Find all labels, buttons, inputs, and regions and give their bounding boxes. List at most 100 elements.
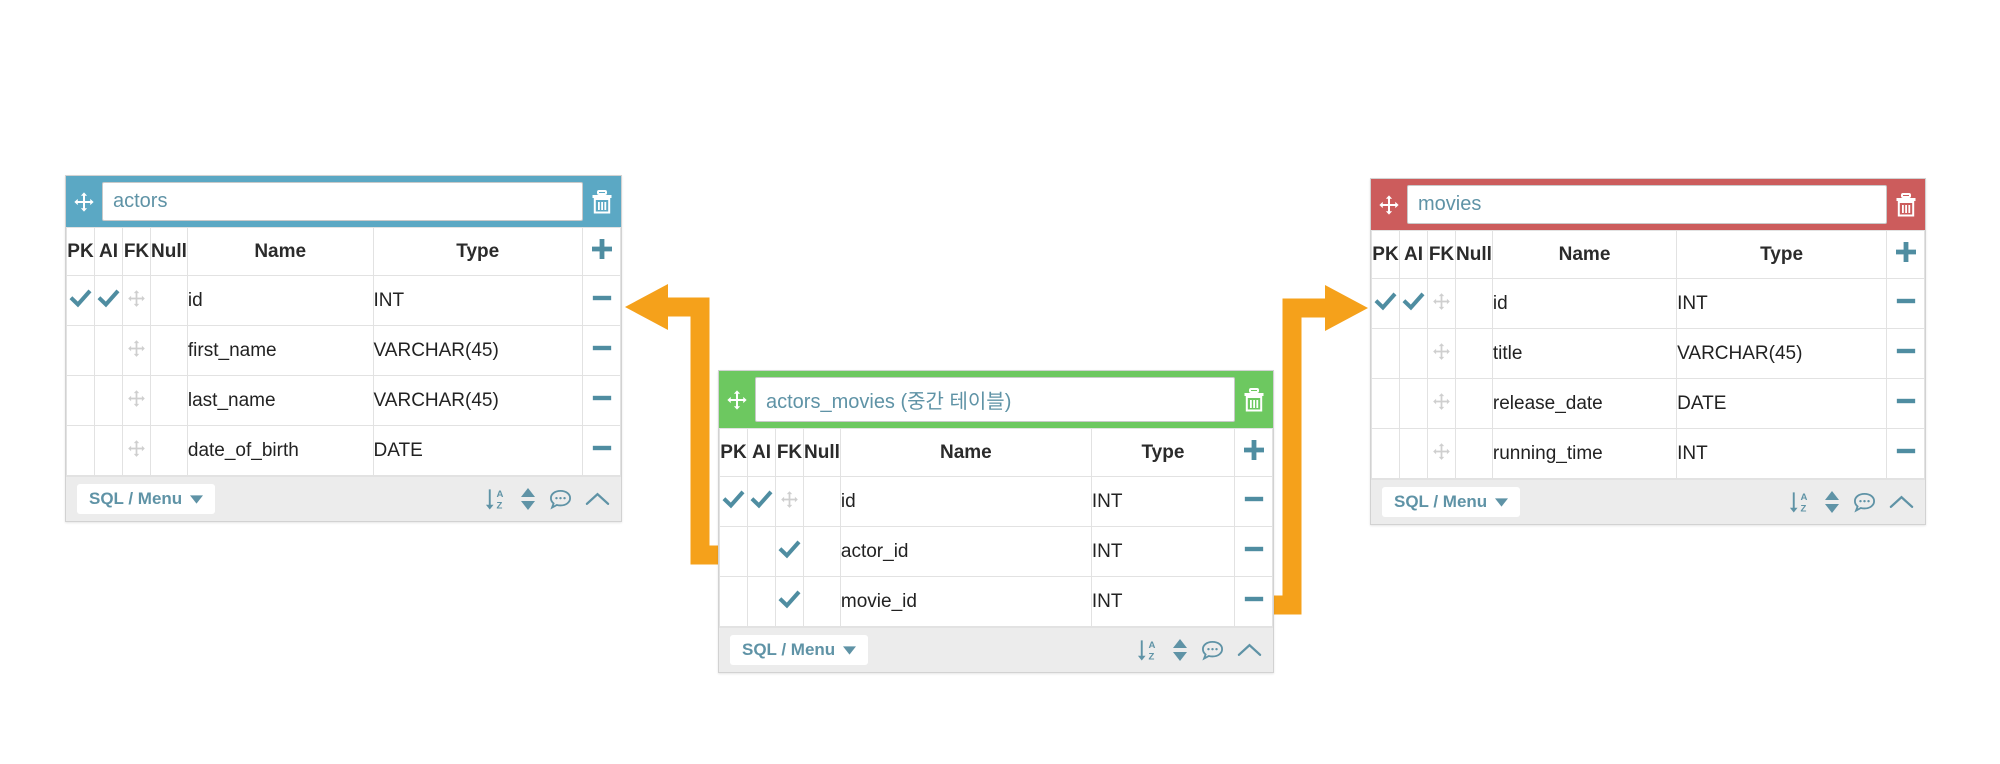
cell-null[interactable] (1455, 278, 1493, 329)
remove-row-button[interactable] (582, 425, 621, 476)
cell-column-name[interactable]: first_name (186, 325, 374, 376)
cell-fk[interactable] (122, 275, 151, 326)
cell-pk[interactable] (1371, 278, 1400, 329)
cell-pk[interactable] (719, 476, 748, 527)
col-header-null[interactable]: Null (150, 227, 188, 276)
remove-row-button[interactable] (1886, 278, 1925, 329)
cell-pk[interactable] (1371, 328, 1400, 379)
col-header-type[interactable]: Type (1090, 428, 1236, 477)
cell-null[interactable] (1455, 428, 1493, 479)
table-row[interactable]: actor_id INT (719, 526, 1273, 577)
cell-ai[interactable] (94, 375, 123, 426)
col-header-pk[interactable]: PK (719, 428, 748, 477)
cell-fk[interactable] (1427, 278, 1456, 329)
collapse-chevron-icon[interactable] (1889, 494, 1914, 510)
cell-pk[interactable] (719, 526, 748, 577)
cell-null[interactable] (150, 275, 188, 326)
row-move-handle-icon[interactable] (127, 339, 146, 358)
cell-pk[interactable] (66, 425, 95, 476)
plus-icon[interactable] (590, 237, 614, 261)
collapse-chevron-icon[interactable] (1237, 642, 1262, 658)
trash-icon[interactable] (1894, 192, 1918, 218)
remove-row-button[interactable] (582, 275, 621, 326)
plus-icon[interactable] (1894, 240, 1918, 264)
cell-null[interactable] (150, 425, 188, 476)
minus-icon[interactable] (591, 387, 613, 409)
cell-ai[interactable] (94, 325, 123, 376)
cell-fk[interactable] (775, 526, 804, 577)
cell-ai[interactable] (1399, 428, 1428, 479)
cell-column-name[interactable]: running_time (1491, 428, 1678, 479)
table-card-actors-movies[interactable]: actors_movies (중간 테이블) PK AI FK Null (718, 370, 1274, 673)
col-header-type[interactable]: Type (1676, 230, 1887, 279)
sql-menu-button[interactable]: SQL / Menu (77, 484, 216, 514)
table-row[interactable]: last_name VARCHAR(45) (66, 375, 621, 426)
cell-ai[interactable] (1399, 378, 1428, 429)
row-move-handle-icon[interactable] (780, 490, 799, 509)
sql-menu-button[interactable]: SQL / Menu (1382, 487, 1521, 517)
collapse-chevron-icon[interactable] (585, 491, 610, 507)
minus-icon[interactable] (1895, 440, 1917, 462)
cell-column-name[interactable]: date_of_birth (186, 425, 374, 476)
cell-null[interactable] (1455, 328, 1493, 379)
cell-column-name[interactable]: title (1491, 328, 1678, 379)
col-header-ai[interactable]: AI (747, 428, 776, 477)
table-row[interactable]: id INT (719, 476, 1273, 527)
reorder-updown-icon[interactable] (1824, 490, 1840, 514)
row-move-handle-icon[interactable] (1432, 292, 1451, 311)
cell-null[interactable] (150, 375, 188, 426)
cell-ai[interactable] (747, 576, 776, 627)
minus-icon[interactable] (1243, 538, 1265, 560)
col-header-fk[interactable]: FK (775, 428, 804, 477)
cell-column-type[interactable]: INT (1090, 476, 1236, 527)
cell-ai[interactable] (747, 476, 776, 527)
row-move-handle-icon[interactable] (1432, 342, 1451, 361)
cell-ai[interactable] (747, 526, 776, 577)
cell-ai[interactable] (94, 275, 123, 326)
cell-fk[interactable] (1427, 428, 1456, 479)
cell-fk[interactable] (122, 375, 151, 426)
cell-null[interactable] (803, 526, 841, 577)
col-header-null[interactable]: Null (803, 428, 841, 477)
table-row[interactable]: id INT (1371, 278, 1925, 329)
comment-icon[interactable] (549, 488, 572, 511)
comment-icon[interactable] (1853, 491, 1876, 514)
cell-null[interactable] (1455, 378, 1493, 429)
cell-column-name[interactable]: id (839, 476, 1092, 527)
remove-row-button[interactable] (1234, 526, 1273, 577)
remove-row-button[interactable] (1886, 378, 1925, 429)
cell-pk[interactable] (719, 576, 748, 627)
remove-row-button[interactable] (1234, 476, 1273, 527)
cell-null[interactable] (803, 476, 841, 527)
cell-column-type[interactable]: INT (1676, 428, 1887, 479)
move-handle-icon[interactable] (726, 389, 748, 411)
col-header-name[interactable]: Name (1491, 230, 1678, 279)
cell-pk[interactable] (1371, 428, 1400, 479)
cell-column-type[interactable]: INT (372, 275, 584, 326)
minus-icon[interactable] (1243, 488, 1265, 510)
table-row[interactable]: running_time INT (1371, 428, 1925, 479)
cell-column-name[interactable]: id (186, 275, 374, 326)
reorder-updown-icon[interactable] (520, 487, 536, 511)
cell-null[interactable] (803, 576, 841, 627)
minus-icon[interactable] (591, 287, 613, 309)
cell-column-name[interactable]: movie_id (839, 576, 1092, 627)
move-handle-icon[interactable] (73, 191, 95, 213)
add-row-button[interactable] (582, 227, 621, 276)
cell-column-type[interactable]: VARCHAR(45) (372, 375, 584, 426)
reorder-updown-icon[interactable] (1172, 638, 1188, 662)
cell-fk[interactable] (775, 476, 804, 527)
cell-fk[interactable] (1427, 378, 1456, 429)
minus-icon[interactable] (591, 337, 613, 359)
remove-row-button[interactable] (1886, 428, 1925, 479)
col-header-name[interactable]: Name (186, 227, 374, 276)
table-row[interactable]: id INT (66, 275, 621, 326)
cell-fk[interactable] (122, 425, 151, 476)
row-move-handle-icon[interactable] (127, 439, 146, 458)
minus-icon[interactable] (1895, 340, 1917, 362)
remove-row-button[interactable] (1886, 328, 1925, 379)
